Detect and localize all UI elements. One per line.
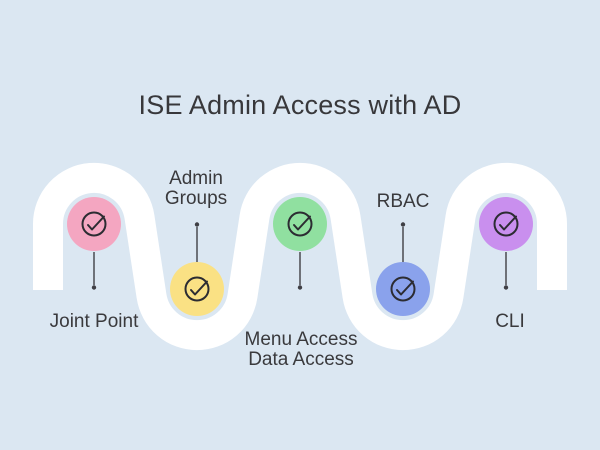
milestone-rbac [376,222,430,316]
label-admin-groups: Admin Groups [164,168,228,209]
pin-dot [400,222,406,227]
check-circle-icon [287,211,313,237]
milestone-circle-cli [479,197,533,251]
milestone-cli [479,197,533,290]
pin-dot [91,285,97,290]
pin-dot [194,222,200,227]
label-menu-data-access: Menu Access Data Access [244,329,358,370]
milestone-circle-rbac [376,262,430,316]
page-title: ISE Admin Access with AD [138,90,462,120]
check-circle-icon [81,211,107,237]
milestone-circle-admin-groups [170,262,224,316]
check-circle-icon [184,276,210,302]
check-circle-icon [493,211,519,237]
milestone-joint-point [67,197,121,290]
milestone-circle-menu-data-access [273,197,327,251]
check-circle-icon [390,276,416,302]
label-rbac: RBAC [376,191,430,212]
label-joint-point: Joint Point [49,311,139,332]
milestone-menu-data-access [273,197,327,290]
pin-dot [297,285,303,290]
label-cli: CLI [495,311,525,332]
milestone-circle-joint-point [67,197,121,251]
pin-dot [503,285,509,290]
milestone-admin-groups [170,222,224,316]
serpentine-path [32,162,568,351]
